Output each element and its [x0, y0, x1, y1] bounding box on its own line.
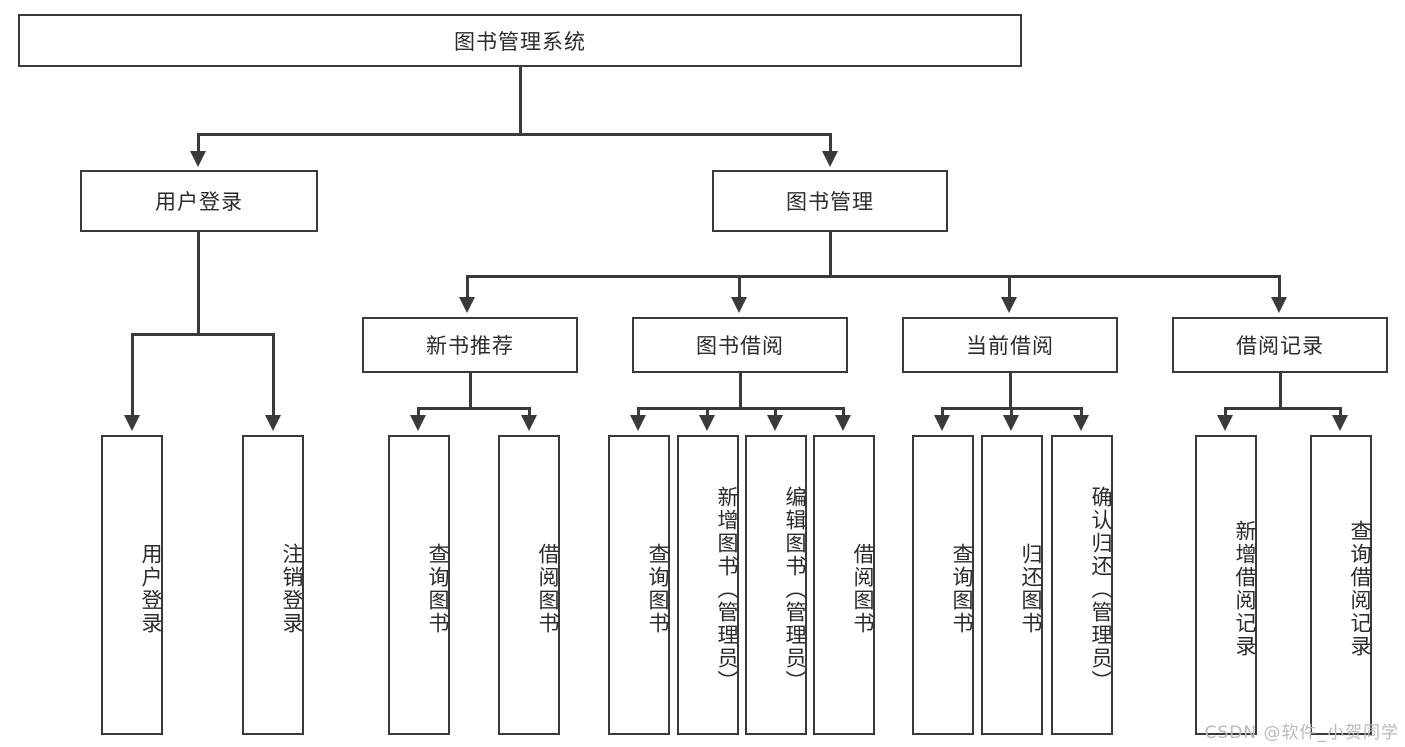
leaf-current-borrow-1[interactable]: 归还图书: [981, 435, 1043, 735]
node-label: 新增图书（管理员）: [715, 485, 739, 693]
node-user-login[interactable]: 用户登录: [80, 170, 318, 232]
leaf-book-borrow-3[interactable]: 借阅图书: [813, 435, 875, 735]
node-label: 确认归还（管理员）: [1089, 485, 1113, 693]
connector-new-book-recommend-to-leaf-0: [417, 407, 420, 417]
node-label: 借阅图书: [536, 543, 560, 635]
connector-new-book-recommend-to-leaf-1: [528, 407, 531, 417]
leaf-current-borrow-2[interactable]: 确认归还（管理员）: [1051, 435, 1113, 735]
connector-borrow-record-to-leaf-1: [1339, 407, 1342, 417]
node-book-manage[interactable]: 图书管理: [712, 170, 948, 232]
connector-user-login-stem: [197, 232, 200, 333]
connector-root-to-book-manage: [829, 133, 832, 153]
connector-borrow-record-bar: [1224, 407, 1342, 410]
connector-book-borrow-stem: [739, 373, 742, 407]
connector-root-to-user-login: [197, 133, 200, 153]
arrow-current-borrow-to-leaf-0: [934, 415, 950, 431]
node-borrow-record[interactable]: 借阅记录: [1172, 317, 1388, 373]
leaf-user-login-1[interactable]: 注销登录: [242, 435, 304, 735]
node-label: 编辑图书（管理员）: [783, 485, 807, 693]
leaf-new-book-recommend-1[interactable]: 借阅图书: [498, 435, 560, 735]
arrow-user-login-to-leaf-1: [265, 415, 281, 431]
arrow-book-borrow-to-leaf-0: [630, 415, 646, 431]
arrow-book-manage-to-l3-2: [1001, 297, 1017, 313]
node-label: 用户登录: [139, 543, 163, 635]
connector-current-borrow-to-leaf-2: [1080, 407, 1083, 417]
connector-new-book-recommend-bar: [417, 407, 531, 410]
connector-book-manage-to-l3-0: [466, 275, 469, 299]
node-label: 新书推荐: [426, 334, 514, 358]
arrow-root-to-user-login: [190, 151, 206, 167]
node-label: 用户登录: [155, 190, 243, 214]
node-label: 新增借阅记录: [1233, 520, 1257, 658]
node-book-borrow[interactable]: 图书借阅: [632, 317, 848, 373]
connector-book-borrow-to-leaf-2: [774, 407, 777, 417]
connector-book-borrow-to-leaf-1: [706, 407, 709, 417]
leaf-book-borrow-2[interactable]: 编辑图书（管理员）: [745, 435, 807, 735]
connector-new-book-recommend-stem: [469, 373, 472, 407]
node-label: 查询图书: [426, 543, 450, 635]
node-new-book-recommend[interactable]: 新书推荐: [362, 317, 578, 373]
node-label: 借阅图书: [851, 543, 875, 635]
node-label: 注销登录: [280, 543, 304, 635]
node-label: 归还图书: [1019, 543, 1043, 635]
arrow-new-book-recommend-to-leaf-0: [410, 415, 426, 431]
connector-borrow-record-stem: [1279, 373, 1282, 407]
arrow-book-manage-to-l3-1: [731, 297, 747, 313]
connector-user-login-to-leaf-1: [272, 333, 275, 417]
connector-book-manage-bar: [466, 275, 1280, 278]
leaf-book-borrow-0[interactable]: 查询图书: [608, 435, 670, 735]
connector-book-manage-stem: [829, 232, 832, 275]
node-label: 当前借阅: [966, 334, 1054, 358]
watermark-text: CSDN @软件_小贺同学: [1204, 723, 1399, 743]
leaf-borrow-record-0[interactable]: 新增借阅记录: [1195, 435, 1257, 735]
node-label: 查询图书: [950, 543, 974, 635]
leaf-new-book-recommend-0[interactable]: 查询图书: [388, 435, 450, 735]
node-label: 借阅记录: [1236, 334, 1324, 358]
arrow-current-borrow-to-leaf-1: [1003, 415, 1019, 431]
leaf-current-borrow-0[interactable]: 查询图书: [912, 435, 974, 735]
connector-current-borrow-to-leaf-0: [941, 407, 944, 417]
leaf-user-login-0[interactable]: 用户登录: [101, 435, 163, 735]
arrow-root-to-book-manage: [822, 151, 838, 167]
arrow-borrow-record-to-leaf-1: [1332, 415, 1348, 431]
arrow-book-manage-to-l3-0: [459, 297, 475, 313]
arrow-new-book-recommend-to-leaf-1: [521, 415, 537, 431]
arrow-user-login-to-leaf-0: [124, 415, 140, 431]
node-current-borrow[interactable]: 当前借阅: [902, 317, 1118, 373]
connector-current-borrow-stem: [1009, 373, 1012, 407]
arrow-current-borrow-to-leaf-2: [1073, 415, 1089, 431]
arrow-book-borrow-to-leaf-2: [767, 415, 783, 431]
connector-book-borrow-bar: [637, 407, 845, 410]
arrow-borrow-record-to-leaf-0: [1217, 415, 1233, 431]
connector-book-borrow-to-leaf-3: [842, 407, 845, 417]
node-root[interactable]: 图书管理系统: [18, 14, 1022, 67]
node-label: 图书借阅: [696, 334, 784, 358]
connector-book-manage-to-l3-3: [1278, 275, 1281, 299]
connector-root-bar: [197, 133, 831, 136]
arrow-book-borrow-to-leaf-1: [699, 415, 715, 431]
leaf-borrow-record-1[interactable]: 查询借阅记录: [1310, 435, 1372, 735]
arrow-book-manage-to-l3-3: [1271, 297, 1287, 313]
connector-user-login-bar: [131, 333, 275, 336]
connector-book-manage-to-l3-2: [1008, 275, 1011, 299]
connector-book-borrow-to-leaf-0: [637, 407, 640, 417]
connector-book-manage-to-l3-1: [738, 275, 741, 299]
node-label: 图书管理系统: [454, 29, 586, 54]
node-label: 图书管理: [786, 190, 874, 214]
leaf-book-borrow-1[interactable]: 新增图书（管理员）: [677, 435, 739, 735]
connector-current-borrow-to-leaf-1: [1010, 407, 1013, 417]
node-label: 查询借阅记录: [1348, 520, 1372, 658]
connector-user-login-to-leaf-0: [131, 333, 134, 417]
node-label: 查询图书: [646, 543, 670, 635]
connector-borrow-record-to-leaf-0: [1224, 407, 1227, 417]
arrow-book-borrow-to-leaf-3: [835, 415, 851, 431]
connector-root-stem: [519, 67, 522, 133]
